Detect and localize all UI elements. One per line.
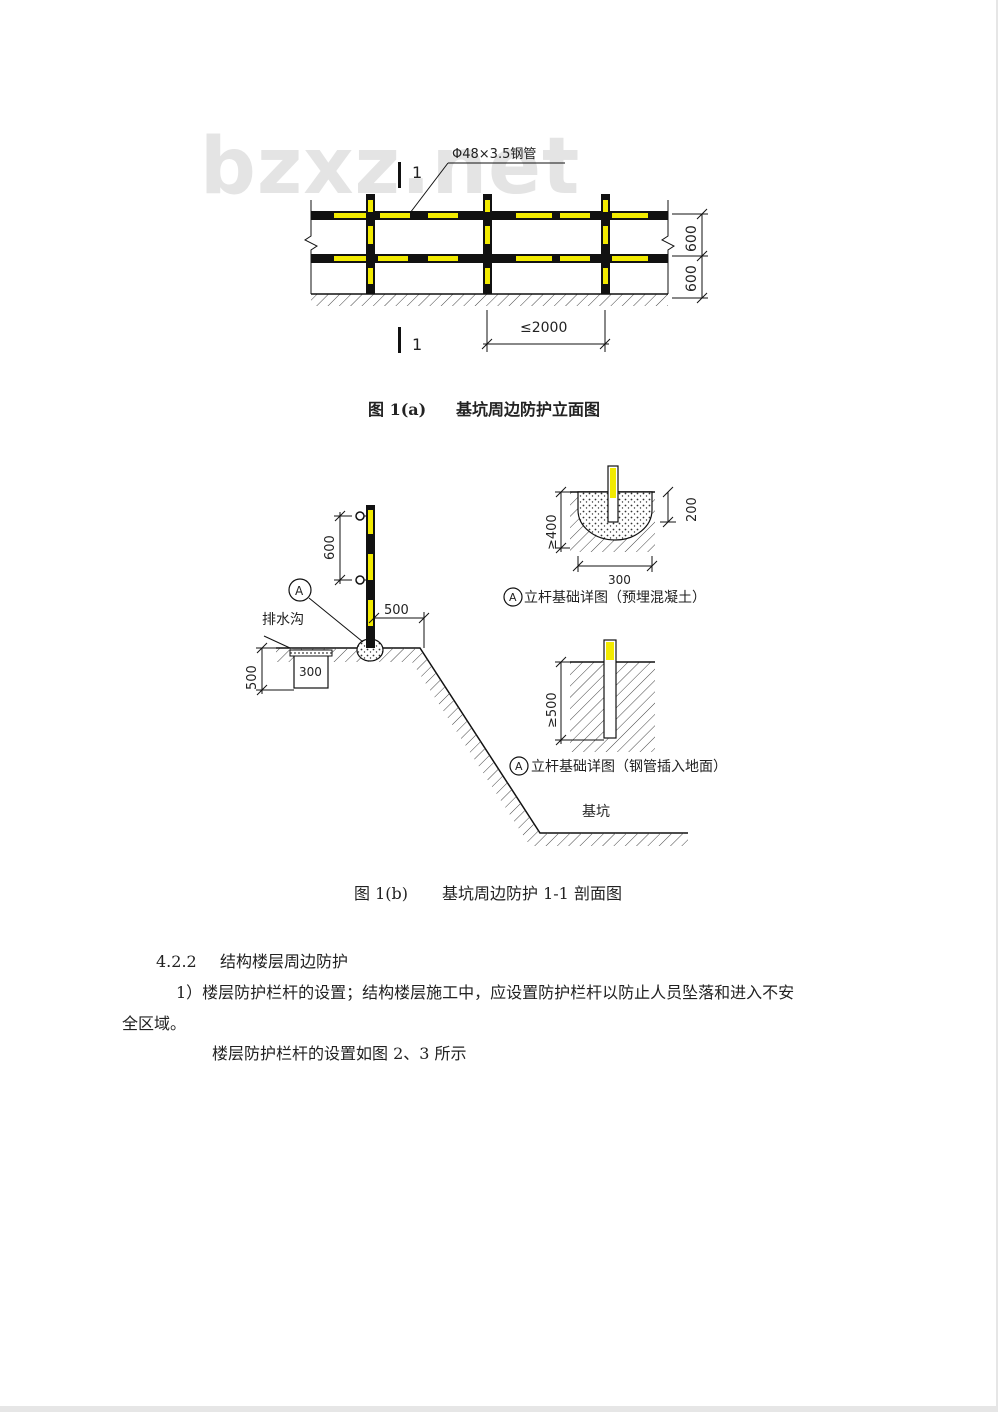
figure-1a-elevation: Φ48×3.5钢管 1 1 600 600 ≤2000 bbox=[304, 147, 708, 354]
detail2-depth: ≥500 bbox=[545, 692, 560, 728]
drain-depth: 500 bbox=[245, 665, 260, 690]
spacing-dimension bbox=[481, 310, 611, 352]
pipe-leader bbox=[409, 162, 449, 214]
drain-label: 排水沟 bbox=[262, 612, 304, 628]
section-mark-top bbox=[398, 162, 401, 188]
dim-spacing: ≤2000 bbox=[520, 320, 567, 336]
drain-width: 300 bbox=[299, 665, 322, 679]
detail1-depth: ≥400 bbox=[545, 514, 560, 550]
detail1-width: 300 bbox=[608, 573, 631, 587]
watermark: bzxz.net bbox=[200, 122, 581, 212]
posts bbox=[366, 194, 610, 294]
detail-marker-a bbox=[288, 578, 312, 602]
dim-upper-600: 600 bbox=[684, 225, 700, 252]
figure-1b-caption-title: 基坑周边防护 1-1 剖面图 bbox=[442, 884, 622, 903]
terrain-hatch bbox=[276, 648, 688, 846]
detail-pipe-inserted: ≥500 A 立杆基础详图（钢管插入地面） bbox=[509, 639, 727, 776]
figure-1b-section: 300 排水沟 500 600 A 500 bbox=[245, 465, 727, 846]
paragraph-2: 楼层防护栏杆的设置如图 2、3 所示 bbox=[212, 1044, 467, 1063]
figure-1b-caption-number: 图 1(b) bbox=[354, 884, 408, 903]
detail-embedded-concrete: ≥400 200 300 A 立杆基础详图（预埋混凝土） bbox=[503, 465, 706, 607]
figure-1a-caption-number: 图 1(a) bbox=[368, 400, 427, 419]
setback-500: 500 bbox=[384, 603, 409, 618]
pipe-spec-label: Φ48×3.5钢管 bbox=[452, 147, 536, 162]
rail-spacing-dimension bbox=[334, 510, 352, 586]
ground-hatch bbox=[311, 294, 668, 306]
detail-marker-a-label: A bbox=[295, 584, 304, 598]
section-mark-top-label: 1 bbox=[412, 163, 422, 182]
drain-depth-dimension bbox=[256, 642, 294, 696]
section-mark-bottom-label: 1 bbox=[412, 335, 422, 354]
dim-lower-600: 600 bbox=[684, 265, 700, 292]
section-number: 4.2.2 bbox=[156, 952, 197, 971]
detail2-marker: A bbox=[515, 760, 523, 773]
height-dimension bbox=[672, 208, 708, 304]
rail-clamps bbox=[355, 511, 365, 585]
section-mark-bottom bbox=[398, 327, 401, 353]
detail1-embed: 200 bbox=[685, 497, 700, 522]
detail1-title: 立杆基础详图（预埋混凝土） bbox=[524, 589, 706, 606]
setback-dimension bbox=[368, 612, 430, 648]
figure-1a-caption-title: 基坑周边防护立面图 bbox=[456, 400, 601, 419]
detail1-marker: A bbox=[509, 591, 517, 604]
rail-spacing-600: 600 bbox=[323, 535, 338, 560]
section-title: 结构楼层周边防护 bbox=[220, 952, 349, 971]
paragraph-1-line-2: 全区域。 bbox=[122, 1014, 187, 1033]
paragraph-1-line-1: 1）楼层防护栏杆的设置；结构楼层施工中，应设置防护栏杆以防止人员坠落和进入不安 bbox=[176, 983, 795, 1002]
pit-label: 基坑 bbox=[582, 803, 610, 820]
detail2-title: 立杆基础详图（钢管插入地面） bbox=[531, 758, 727, 775]
